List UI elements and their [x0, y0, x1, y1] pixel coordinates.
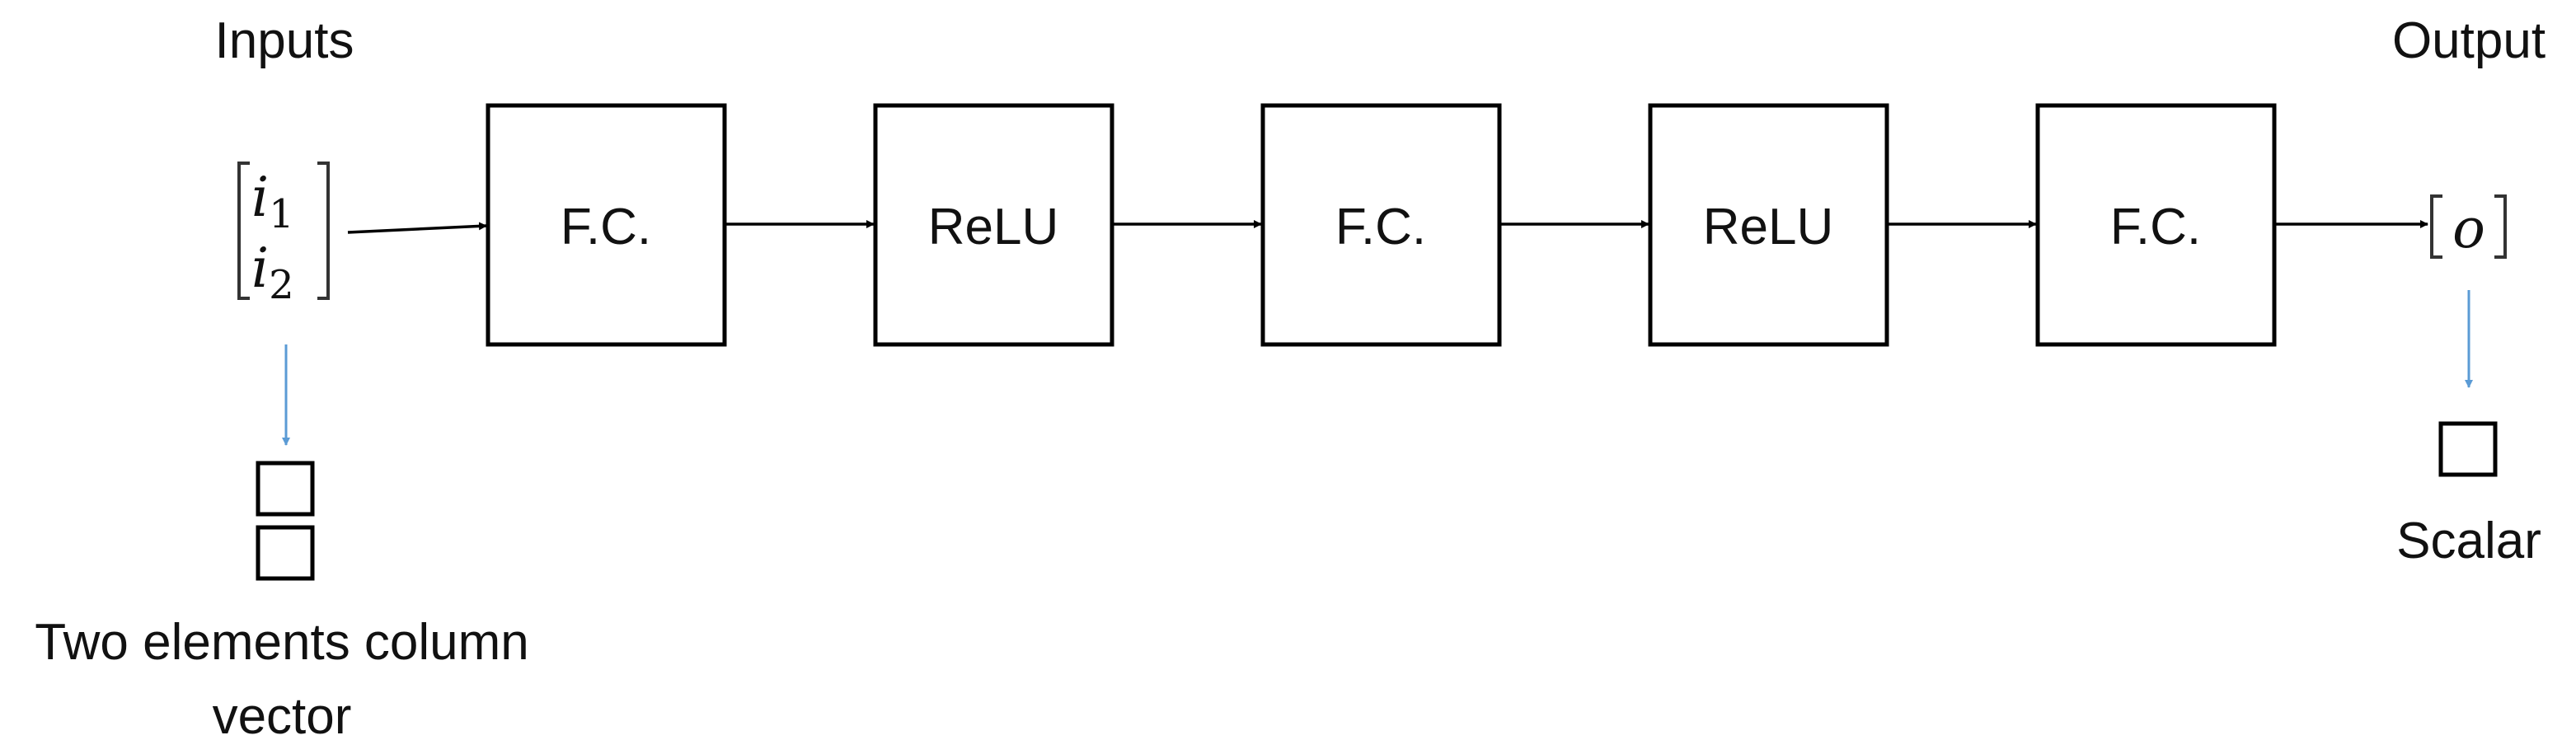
input-caption-line1: Two elements column [35, 614, 529, 671]
output-o: o [2452, 197, 2485, 260]
layer-fc-3: F.C. [2035, 103, 2277, 347]
input-vector: i1 i2 [237, 162, 330, 308]
layer-box [1260, 103, 1502, 347]
inputs-heading: Inputs [215, 12, 354, 69]
layer-fc-1: F.C. [486, 103, 727, 347]
layer-label: F.C. [561, 199, 651, 255]
input-cell-1 [256, 461, 315, 517]
output-scalar-cell [2438, 421, 2498, 477]
layer-label: ReLU [928, 199, 1059, 255]
layer-relu-2: ReLU [1648, 103, 1889, 347]
input-i2: i2 [251, 237, 294, 308]
layer-label: F.C. [1335, 199, 1426, 255]
output-heading: Output [2392, 12, 2546, 69]
layer-box [1648, 103, 1889, 347]
layer-label: F.C. [2110, 199, 2201, 255]
input-i1: i1 [251, 166, 294, 237]
input-right-bracket [317, 162, 330, 300]
output-vector: o [2430, 194, 2507, 260]
layer-box [486, 103, 727, 347]
output-right-bracket [2494, 194, 2507, 259]
input-caption-line2: vector [213, 688, 352, 745]
arrow-input-to-fc1 [347, 222, 487, 234]
layer-label: ReLU [1703, 199, 1834, 255]
input-cell-2 [256, 525, 315, 581]
output-left-bracket [2430, 194, 2442, 259]
layer-fc-2: F.C. [1260, 103, 1502, 347]
layer-relu-1: ReLU [873, 103, 1114, 347]
layer-box [2035, 103, 2277, 347]
layer-box [873, 103, 1114, 347]
scalar-caption: Scalar [2396, 513, 2541, 569]
input-left-bracket [237, 162, 250, 300]
